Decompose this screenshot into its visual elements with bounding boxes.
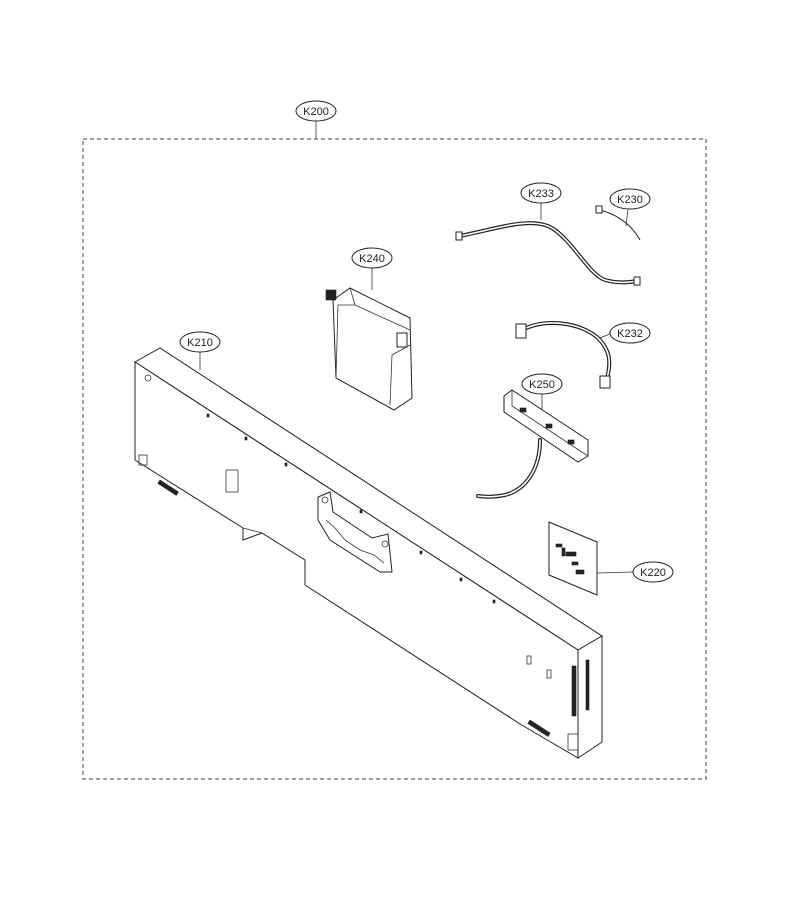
callout-k220: K220 <box>596 561 674 583</box>
label-card-k220-part <box>548 521 598 596</box>
cable-k230-part <box>595 205 641 241</box>
callout-k232-label: K232 <box>617 328 643 340</box>
callout-k250: K250 <box>521 373 563 410</box>
callout-k200-label: K200 <box>303 106 329 118</box>
callout-k200: K200 <box>295 100 337 139</box>
callout-k220-label: K220 <box>640 567 666 579</box>
callout-k233-label: K233 <box>528 188 554 200</box>
callout-k240-label: K240 <box>359 253 385 265</box>
control-panel-part <box>134 347 603 759</box>
callout-k210: K210 <box>179 331 221 370</box>
cable-k232-part <box>515 321 612 389</box>
callout-k232: K232 <box>599 322 651 344</box>
callout-k230-label: K230 <box>617 194 643 206</box>
assembly-boundary <box>82 138 707 780</box>
callout-k240: K240 <box>351 247 393 290</box>
callout-k233: K233 <box>520 182 562 220</box>
sensor-k250-part <box>476 389 589 499</box>
callout-k210-label: K210 <box>187 337 213 349</box>
cable-k233-part <box>455 221 641 286</box>
module-box-part <box>325 287 413 411</box>
callout-k230: K230 <box>609 188 651 227</box>
callout-k250-label: K250 <box>529 379 555 391</box>
